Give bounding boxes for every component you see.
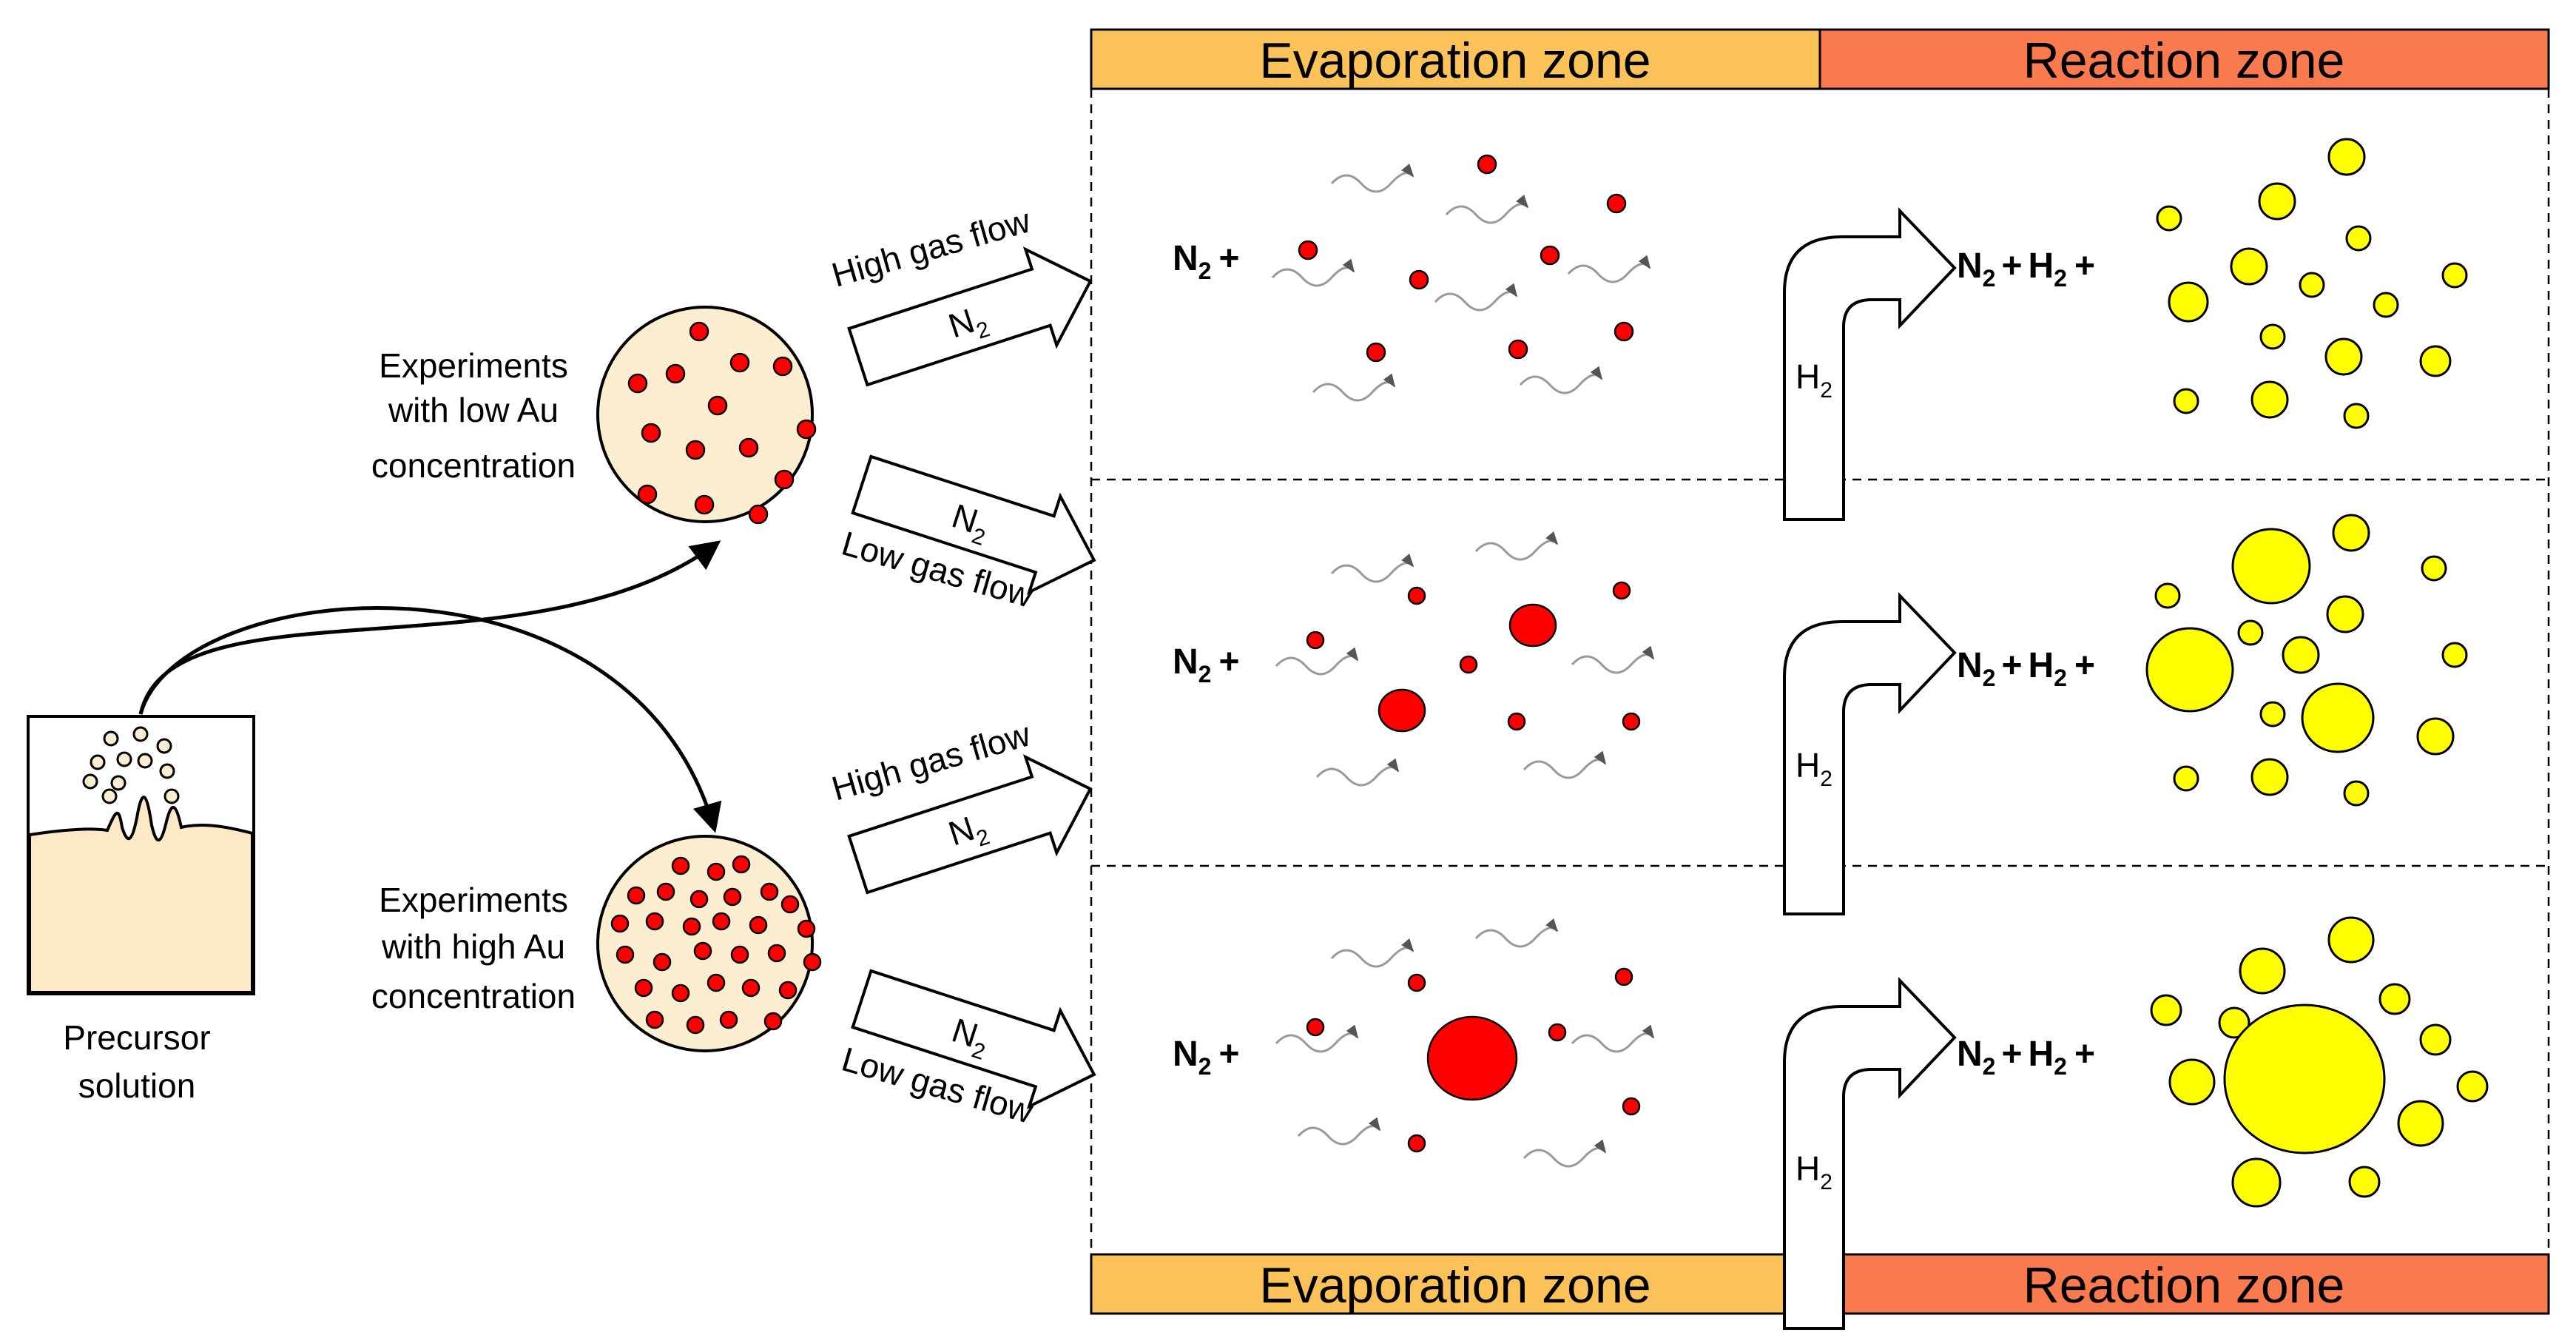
droplet-high-concentration: [596, 835, 822, 1052]
gas-flow-arrow-1: N2: [847, 246, 1093, 387]
high-conc-label-line2: with high Au: [381, 927, 565, 966]
droplet-low-concentration: [596, 306, 817, 525]
svg-text:H2: H2: [1796, 1149, 1832, 1194]
reaction-zone-band-top: [1818, 28, 2550, 90]
evaporation-zone-band-bottom: [1090, 1253, 1821, 1315]
panel-dashed-lines: [1090, 89, 2550, 1254]
gas-flow-arrow-3: N2: [847, 754, 1093, 895]
evap-equation-2: N2+: [1173, 642, 1240, 688]
gold-particles-panel-1: [2156, 138, 2468, 429]
evap-equation-1: N2+: [1173, 239, 1240, 284]
h2-bent-arrow-2: H2: [1783, 592, 1957, 915]
svg-text:H2: H2: [1796, 746, 1832, 791]
gas-flow-arrow-2: N2: [851, 454, 1096, 595]
low-conc-label-line3: concentration: [371, 446, 576, 485]
precursor-container: [27, 715, 255, 995]
red-particles-panel-3: [1306, 967, 1641, 1153]
gold-particles-panel-2: [2145, 514, 2468, 807]
low-conc-label-line1: Experiments: [379, 346, 568, 385]
reaction-zone-label-bottom: Reaction zone: [2023, 1257, 2345, 1314]
react-equation-3: N2+H2+: [1957, 1035, 2095, 1080]
evaporation-zone-band-top: [1090, 28, 1821, 90]
evaporation-zone-label-top: Evaporation zone: [1259, 33, 1651, 89]
precursor-label-line1: Precursor: [63, 1018, 210, 1057]
solvent-squiggles: [1271, 163, 1655, 1168]
red-particles-panel-1: [1298, 154, 1634, 363]
evap-equation-3: N2+: [1173, 1035, 1240, 1080]
evaporation-zone-label-bottom: Evaporation zone: [1259, 1257, 1651, 1314]
svg-text:H2: H2: [1796, 357, 1832, 403]
gas-flow-arrow-4: N2: [851, 969, 1096, 1109]
react-equation-1: N2+H2+: [1957, 246, 2095, 292]
reaction-zone-band-bottom: [1818, 1253, 2550, 1315]
precursor-label-line2: solution: [78, 1066, 196, 1105]
svg-text:N2: N2: [945, 496, 994, 550]
low-conc-label-line2: with low Au: [388, 391, 559, 429]
high-conc-label-line3: concentration: [371, 977, 576, 1015]
reaction-zone-label-top: Reaction zone: [2023, 33, 2345, 89]
arrow-to-high-concentration: [138, 605, 722, 833]
h2-bent-arrow-3: H2: [1783, 977, 1957, 1330]
arrow-to-low-concentration: [138, 540, 721, 715]
react-equation-2: N2+H2+: [1957, 646, 2095, 691]
h2-bent-arrow-1: H2: [1783, 207, 1957, 521]
red-particles-panel-2: [1306, 581, 1641, 733]
high-conc-label-line1: Experiments: [379, 881, 568, 919]
gold-particles-panel-3: [2150, 916, 2489, 1208]
